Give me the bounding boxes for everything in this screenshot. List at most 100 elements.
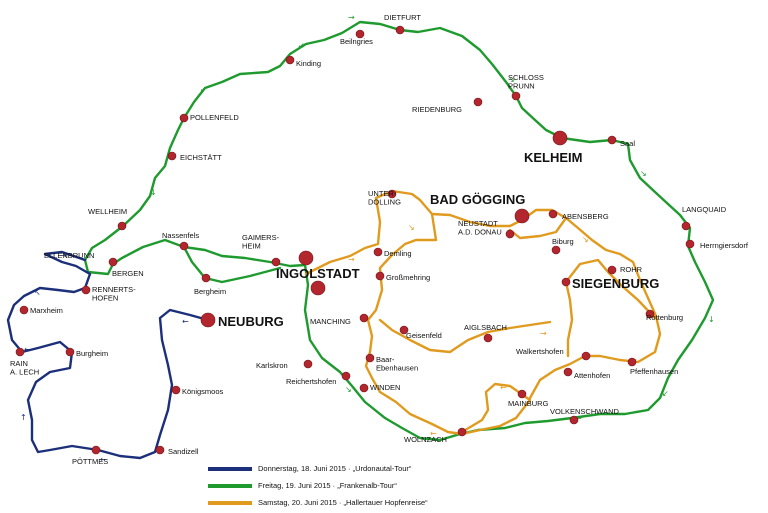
label-reichertshofen: Reichertshofen bbox=[286, 377, 336, 386]
marker-walkertshofen bbox=[581, 351, 591, 361]
svg-text:↘: ↘ bbox=[508, 75, 515, 84]
legend-row-urdonautal: Donnerstag, 18. Juni 2015 · „Urdonautal-… bbox=[208, 462, 428, 475]
legend-row-hopfenreise: Samstag, 20. Juni 2015 · „Hallertauer Ho… bbox=[208, 496, 428, 509]
label-langquaid: LANGQUAID bbox=[682, 205, 727, 214]
marker-reichertshofen bbox=[341, 371, 351, 381]
svg-text:↖: ↖ bbox=[34, 288, 41, 297]
marker-kelheim bbox=[552, 130, 568, 146]
label-wolnzach: WOLNZACH bbox=[404, 435, 447, 444]
label-eichstaett: EICHSTÄTT bbox=[180, 153, 222, 162]
marker-rennertshofen bbox=[81, 285, 91, 295]
svg-text:→: → bbox=[540, 329, 547, 338]
label-siegenburg: SIEGENBURG bbox=[572, 276, 659, 291]
legend-swatch-green bbox=[208, 483, 252, 488]
svg-text:↙: ↙ bbox=[662, 389, 669, 398]
label-nassenfels: Nassenfels bbox=[162, 231, 199, 240]
label-pollenfeld: POLLENFELD bbox=[190, 113, 239, 122]
label-kelheim: KELHEIM bbox=[524, 150, 583, 165]
marker-sandizell bbox=[155, 445, 165, 455]
marker-abensberg bbox=[548, 209, 558, 219]
label-neuburg: NEUBURG bbox=[218, 314, 284, 329]
svg-text:←: ← bbox=[430, 429, 437, 438]
svg-text:↙: ↙ bbox=[200, 85, 207, 94]
label-demling: Demling bbox=[384, 249, 412, 258]
marker-mainburg bbox=[517, 389, 527, 399]
svg-text:←: ← bbox=[182, 317, 189, 326]
svg-text:←: ← bbox=[500, 383, 507, 392]
marker-eichstaett bbox=[167, 151, 177, 161]
label-poettmes: PÖTTMES bbox=[72, 457, 108, 466]
label-geisenfeld: Geisenfeld bbox=[406, 331, 442, 340]
marker-attenhofen bbox=[563, 367, 573, 377]
marker-nassenfels bbox=[179, 241, 189, 251]
route-urdonautal-tour bbox=[6, 250, 210, 460]
label-koenigsmoos: Königsmoos bbox=[182, 387, 224, 396]
label-ingolstadt: INGOLSTADT bbox=[276, 266, 360, 281]
marker-demling bbox=[373, 247, 383, 257]
label-beilngries: Beilngries bbox=[340, 37, 373, 46]
marker-wolnzach bbox=[457, 427, 467, 437]
marker-koenigsmoos bbox=[171, 385, 181, 395]
label-bergheim: Bergheim bbox=[194, 287, 226, 296]
svg-text:↓: ↓ bbox=[150, 188, 157, 197]
svg-text:↘: ↘ bbox=[582, 235, 589, 244]
label-bad-goegging: BAD GÖGGING bbox=[430, 192, 525, 207]
legend-label-frankenalb: Freitag, 19. Juni 2015 · „Frankenalb-Tou… bbox=[258, 481, 397, 490]
marker-herrngiersdorf bbox=[685, 239, 695, 249]
route-frankenalb-tour bbox=[83, 20, 715, 442]
marker-winden bbox=[359, 383, 369, 393]
marker-rohr bbox=[607, 265, 617, 275]
marker-langquaid bbox=[681, 221, 691, 231]
svg-text:↓: ↓ bbox=[168, 385, 175, 394]
label-baar-ebenhausen: Baar-Ebenhausen bbox=[376, 355, 418, 373]
svg-text:←: ← bbox=[575, 414, 582, 423]
marker-pfeffenhausen bbox=[627, 357, 637, 367]
marker-manching bbox=[359, 313, 369, 323]
marker-volkenschwand bbox=[569, 415, 579, 425]
label-pfeffenhausen: Pfeffenhausen bbox=[630, 367, 678, 376]
svg-text:↙: ↙ bbox=[298, 41, 305, 50]
svg-text:↓: ↓ bbox=[708, 315, 715, 324]
marker-pollenfeld bbox=[179, 113, 189, 123]
svg-text:→: → bbox=[348, 255, 355, 264]
legend-row-frankenalb: Freitag, 19. Juni 2015 · „Frankenalb-Tou… bbox=[208, 479, 428, 492]
marker-saal bbox=[607, 135, 617, 145]
marker-neustadt bbox=[505, 229, 515, 239]
label-wellheim: WELLHEIM bbox=[88, 207, 127, 216]
town-markers bbox=[15, 25, 695, 455]
label-biburg: Biburg bbox=[552, 237, 574, 246]
marker-grossmehring bbox=[375, 271, 385, 281]
label-manching: MANCHING bbox=[310, 317, 351, 326]
label-karlskron: Karlskron bbox=[256, 361, 288, 370]
marker-rain bbox=[15, 347, 25, 357]
marker-rottenburg bbox=[645, 309, 655, 319]
label-sandizell: Sandizell bbox=[168, 447, 199, 456]
marker-aiglsbach bbox=[483, 333, 493, 343]
label-riedenburg: RIEDENBURG bbox=[412, 105, 462, 114]
label-kinding: Kinding bbox=[296, 59, 321, 68]
label-attenhofen: Attenhofen bbox=[574, 371, 610, 380]
label-abensberg: ABENSBERG bbox=[562, 212, 609, 221]
marker-poettmes bbox=[91, 445, 101, 455]
label-burgheim: Burgheim bbox=[76, 349, 108, 358]
marker-bergheim bbox=[201, 273, 211, 283]
label-unterdolling: UNTER-DOLLING bbox=[368, 189, 401, 207]
label-marxheim: Marxheim bbox=[30, 306, 63, 315]
marker-dietfurt bbox=[395, 25, 405, 35]
marker-karlskron bbox=[303, 359, 313, 369]
marker-bad-goegging bbox=[514, 208, 530, 224]
marker-wellheim bbox=[117, 221, 127, 231]
marker-schloss-prunn bbox=[511, 91, 521, 101]
svg-text:↑: ↑ bbox=[20, 413, 27, 422]
label-grossmehring: Großmehring bbox=[386, 273, 430, 282]
label-bergen: BERGEN bbox=[112, 269, 144, 278]
svg-text:←: ← bbox=[100, 455, 107, 464]
marker-gaimersheim bbox=[271, 257, 281, 267]
marker-marxheim bbox=[19, 305, 29, 315]
marker-ingolstadt-2 bbox=[310, 280, 326, 296]
label-winden: WINDEN bbox=[370, 383, 400, 392]
label-dietfurt: DIETFURT bbox=[384, 13, 421, 22]
